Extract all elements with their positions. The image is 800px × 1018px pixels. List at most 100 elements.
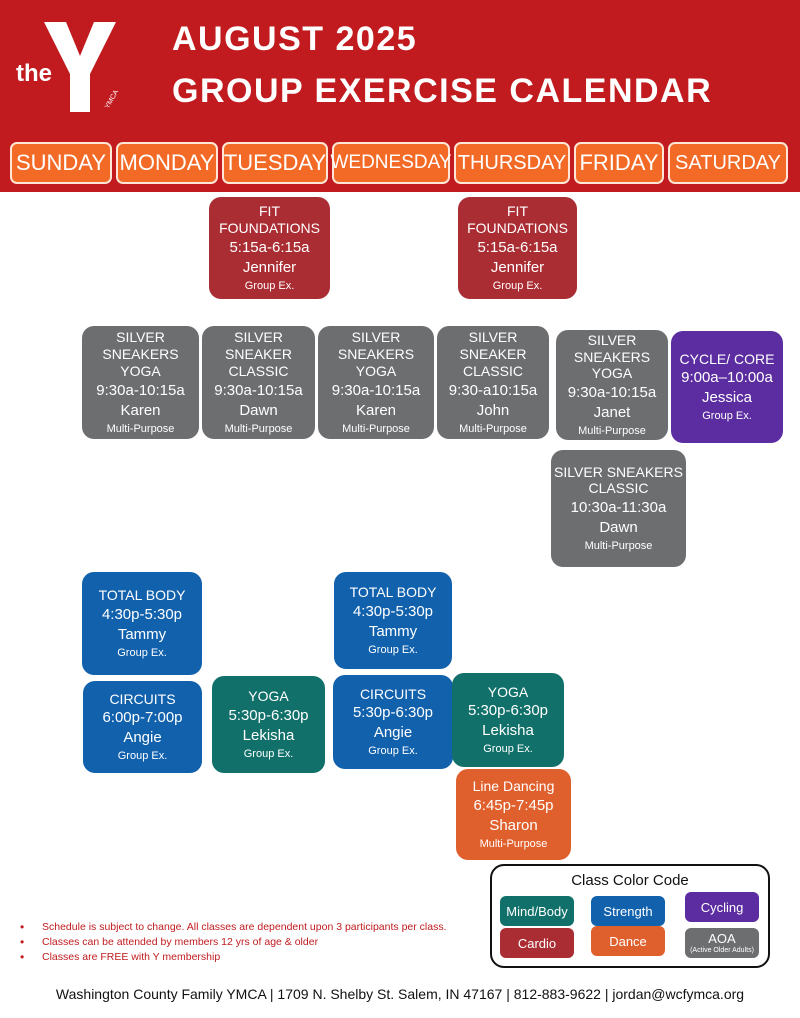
class-name: TOTAL BODY	[98, 587, 186, 603]
note-item: Schedule is subject to change. All class…	[20, 920, 447, 935]
class-card[interactable]: YOGA 5:30p-6:30p Lekisha Group Ex.	[212, 676, 325, 773]
class-name: SILVER SNEAKERS YOGA	[337, 329, 415, 379]
page-title-line1: AUGUST 2025	[172, 20, 418, 58]
class-card[interactable]: YOGA 5:30p-6:30p Lekisha Group Ex.	[452, 673, 564, 767]
class-name: CIRCUITS	[109, 690, 176, 707]
class-instructor: Angie	[373, 724, 413, 742]
class-instructor: Karen	[120, 401, 161, 419]
class-name: SILVER SNEAKERS CLASSIC	[554, 463, 683, 497]
class-room: Multi-Purpose	[584, 540, 653, 553]
class-room: Group Ex.	[243, 747, 294, 760]
class-name: SILVER SNEAKERS YOGA	[573, 331, 651, 382]
footer-contact: Washington County Family YMCA | 1709 N. …	[55, 986, 745, 1002]
class-room: Group Ex.	[117, 646, 167, 659]
class-name: YOGA	[248, 688, 289, 704]
class-room: Multi-Purpose	[106, 422, 175, 435]
note-item: Classes are FREE with Y membership	[20, 950, 447, 965]
class-room: Group Ex.	[244, 279, 295, 292]
class-name: CIRCUITS	[359, 685, 427, 702]
day-header-thursday: THURSDAY	[454, 142, 570, 184]
class-room: Multi-Purpose	[479, 837, 548, 850]
class-room: Multi-Purpose	[578, 425, 646, 438]
class-instructor: Lekisha	[482, 722, 534, 740]
day-header-sunday: SUNDAY	[10, 142, 112, 184]
class-name: SILVER SNEAKER CLASSIC	[459, 329, 527, 379]
class-instructor: Jennifer	[490, 258, 545, 276]
class-instructor: Sharon	[489, 816, 538, 834]
class-name: TOTAL BODY	[349, 584, 437, 600]
class-card[interactable]: FIT FOUNDATIONS 5:15a-6:15a Jennifer Gro…	[458, 197, 577, 299]
class-instructor: Jessica	[701, 389, 753, 407]
ymca-y-logo-icon	[44, 22, 116, 112]
class-time: 5:30p-6:30p	[228, 706, 309, 724]
class-instructor: Angie	[123, 729, 162, 747]
class-instructor: Tammy	[368, 622, 418, 640]
day-header-friday: FRIDAY	[574, 142, 664, 184]
logo-word: the	[16, 60, 52, 87]
class-name: SILVER SNEAKER CLASSIC	[225, 329, 292, 379]
class-card[interactable]: FIT FOUNDATIONS 5:15a-6:15a Jennifer Gro…	[209, 197, 330, 299]
class-card[interactable]: CYCLE/ CORE 9:00a–10:00a Jessica Group E…	[671, 331, 783, 443]
legend-swatch-cycling: Cycling	[685, 892, 759, 922]
legend-label: Dance	[609, 933, 647, 949]
class-instructor: Janet	[593, 404, 631, 422]
class-card[interactable]: SILVER SNEAKERS YOGA 9:30a-10:15a Karen …	[318, 326, 434, 439]
class-card[interactable]: TOTAL BODY 4:30p-5:30p Tammy Group Ex.	[82, 572, 202, 675]
notes-list: Schedule is subject to change. All class…	[20, 920, 447, 965]
day-header-wednesday: WEDNESDAY	[330, 142, 452, 184]
class-card[interactable]: CIRCUITS 6:00p-7:00p Angie Group Ex.	[83, 681, 202, 773]
header-banner: the YMCA AUGUST 2025 GROUP EXERCISE CALE…	[0, 0, 800, 192]
class-card[interactable]: Line Dancing 6:45p-7:45p Sharon Multi-Pu…	[456, 769, 571, 860]
legend-swatch-strength: Strength	[591, 896, 665, 926]
class-card[interactable]: SILVER SNEAKER CLASSIC 9:30a-10:15a Dawn…	[202, 326, 315, 439]
class-color-legend: Class Color Code Mind/Body Strength Cycl…	[490, 864, 770, 968]
legend-swatch-dance: Dance	[591, 926, 665, 956]
legend-sublabel: (Active Older Adults)	[690, 947, 754, 954]
class-instructor: Dawn	[599, 519, 638, 537]
class-instructor: Jennifer	[242, 258, 297, 276]
class-time: 9:30a-10:15a	[567, 384, 657, 402]
legend-title: Class Color Code	[571, 872, 689, 889]
note-item: Classes can be attended by members 12 yr…	[20, 935, 447, 950]
class-time: 6:00p-7:00p	[102, 709, 183, 727]
class-time: 5:15a-6:15a	[477, 238, 558, 256]
class-time: 9:30a-10:15a	[214, 381, 303, 399]
class-name: FIT FOUNDATIONS	[467, 203, 568, 236]
day-header-monday: MONDAY	[116, 142, 218, 184]
class-room: Group Ex.	[368, 745, 418, 758]
class-room: Group Ex.	[492, 279, 543, 292]
class-time: 9:00a–10:00a	[681, 369, 773, 387]
class-card[interactable]: SILVER SNEAKERS YOGA 9:30a-10:15a Karen …	[82, 326, 199, 439]
class-time: 5:30p-6:30p	[467, 702, 549, 720]
day-header-tuesday: TUESDAY	[222, 142, 328, 184]
class-card[interactable]: TOTAL BODY 4:30p-5:30p Tammy Group Ex.	[334, 572, 452, 669]
legend-label: Cardio	[517, 935, 557, 951]
legend-label: Mind/Body	[506, 903, 568, 919]
day-header-saturday: SATURDAY	[668, 142, 788, 184]
class-instructor: Karen	[355, 401, 397, 419]
class-card[interactable]: CIRCUITS 5:30p-6:30p Angie Group Ex.	[333, 675, 453, 769]
class-room: Multi-Purpose	[224, 422, 293, 435]
class-time: 9:30a-10:15a	[331, 381, 421, 399]
class-name: SILVER SNEAKERS YOGA	[102, 329, 179, 379]
class-time: 4:30p-5:30p	[101, 605, 183, 623]
class-time: 5:30p-6:30p	[352, 704, 434, 722]
class-instructor: Tammy	[117, 625, 167, 643]
class-card[interactable]: SILVER SNEAKERS CLASSIC 10:30a-11:30a Da…	[551, 450, 686, 567]
class-instructor: John	[476, 401, 510, 419]
class-card[interactable]: SILVER SNEAKER CLASSIC 9:30-a10:15a John…	[437, 326, 549, 439]
class-name: CYCLE/ CORE	[679, 350, 775, 367]
class-time: 6:45p-7:45p	[473, 796, 554, 814]
class-card[interactable]: SILVER SNEAKERS YOGA 9:30a-10:15a Janet …	[556, 330, 668, 440]
class-instructor: Dawn	[239, 401, 278, 419]
class-room: Group Ex.	[117, 750, 168, 763]
class-name: Line Dancing	[472, 778, 555, 794]
class-room: Group Ex.	[483, 743, 533, 756]
class-time: 5:15a-6:15a	[229, 238, 310, 256]
class-room: Multi-Purpose	[459, 422, 527, 435]
class-time: 4:30p-5:30p	[352, 602, 434, 620]
legend-swatch-aoa: AOA (Active Older Adults)	[685, 928, 759, 958]
class-room: Group Ex.	[702, 410, 752, 423]
class-time: 9:30a-10:15a	[96, 381, 185, 399]
class-time: 9:30-a10:15a	[448, 381, 538, 399]
